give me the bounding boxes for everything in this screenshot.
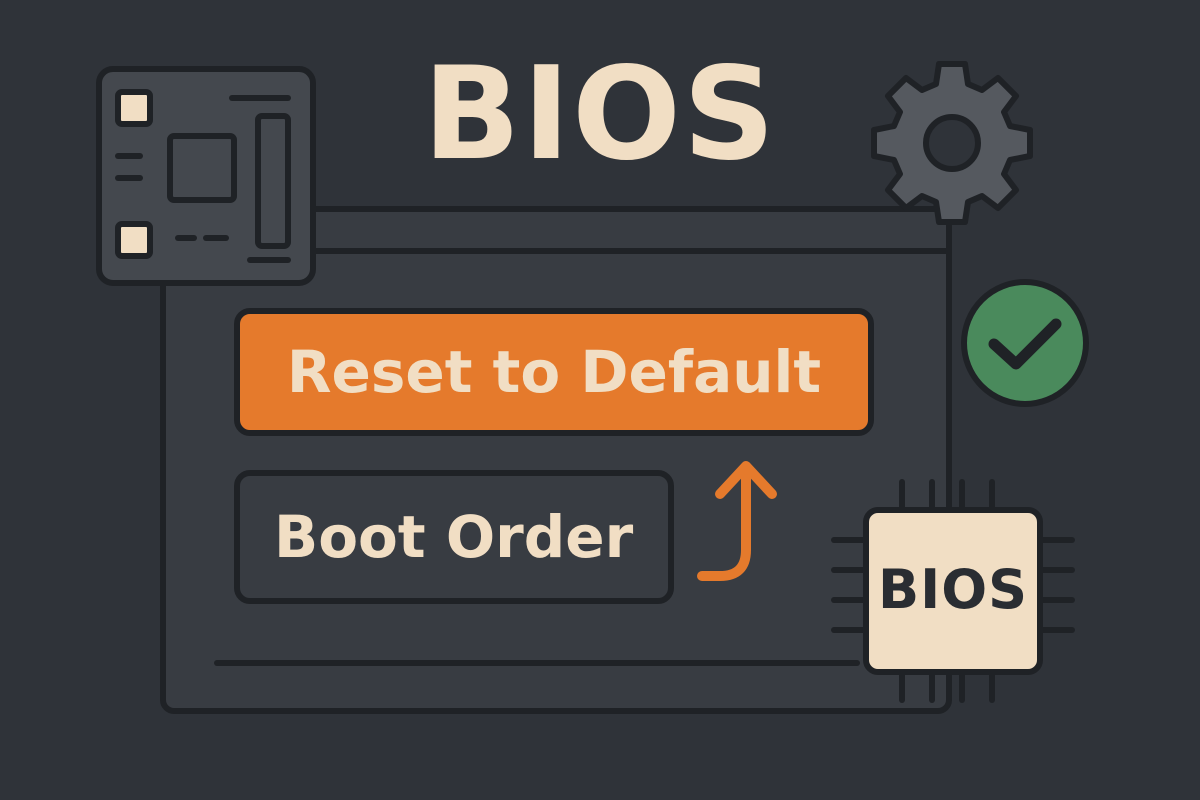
check-circle-icon [961, 279, 1089, 407]
arrow-up-icon [697, 461, 777, 581]
chip-label: BIOS [877, 558, 1029, 621]
reset-to-default-button[interactable]: Reset to Default [234, 308, 874, 436]
window-titlebar-divider [166, 248, 946, 254]
bios-settings-window [160, 206, 952, 714]
page-title: BIOS [422, 40, 778, 189]
boot-order-button[interactable]: Boot Order [234, 470, 674, 604]
gear-icon[interactable] [866, 58, 1038, 230]
chip-icon [831, 479, 1075, 703]
motherboard-icon [96, 66, 316, 286]
window-bottom-divider [214, 660, 860, 666]
